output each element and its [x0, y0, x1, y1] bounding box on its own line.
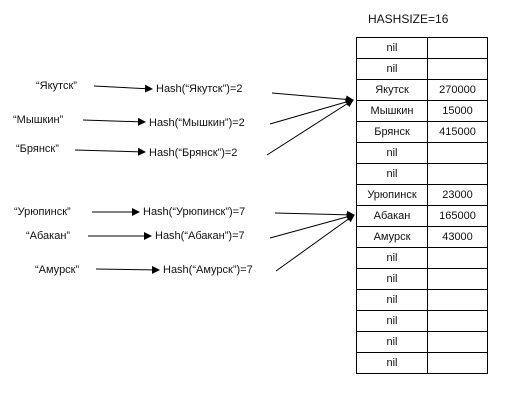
slot-key: Урюпинск	[356, 184, 428, 206]
arrow-key-to-hash-bryansk	[74, 147, 146, 156]
slot-value	[427, 142, 488, 164]
hash-slot-6: nil	[356, 163, 488, 185]
slot-key: Брянск	[356, 121, 428, 143]
key-label-amursk: “Амурск”	[35, 264, 80, 276]
slot-value: 415000	[427, 121, 488, 143]
slot-value: 43000	[427, 226, 488, 248]
hash-slot-12: nil	[356, 289, 488, 311]
slot-key: Мышкин	[356, 100, 428, 122]
slot-key: nil	[356, 289, 428, 311]
slot-key: nil	[356, 268, 428, 290]
arrow-hash-to-slot-amursk	[275, 214, 355, 272]
arrow-hash-to-slot-bryansk	[266, 99, 354, 156]
key-label-yakutsk: “Якутск”	[36, 80, 77, 92]
slot-key: nil	[356, 310, 428, 332]
hash-slot-13: nil	[356, 310, 488, 332]
slot-value	[427, 289, 488, 311]
slot-value: 270000	[427, 79, 488, 101]
slot-key: nil	[356, 58, 428, 80]
hashsize-title: HASHSIZE=16	[368, 12, 449, 26]
slot-key: nil	[356, 247, 428, 269]
arrow-hash-to-slot-abakan	[269, 212, 355, 239]
slot-key: Абакан	[356, 205, 428, 227]
slot-value: 165000	[427, 205, 488, 227]
arrow-hash-to-slot-yakutsk	[271, 92, 354, 104]
slot-key: Амурск	[356, 226, 428, 248]
slot-value	[427, 310, 488, 332]
key-label-bryansk: “Брянск”	[16, 143, 59, 155]
hash-slot-1: nil	[356, 58, 488, 80]
arrow-key-to-hash-amursk	[95, 265, 160, 274]
hash-slot-5: nil	[356, 142, 488, 164]
slot-value: 23000	[427, 184, 488, 206]
hash-label-abakan: Hash(“Абакан”)=7	[155, 230, 245, 242]
slot-key: nil	[356, 352, 428, 374]
hash-slot-15: nil	[356, 352, 488, 374]
slot-value	[427, 163, 488, 185]
slot-value	[427, 268, 488, 290]
slot-value: 15000	[427, 100, 488, 122]
hash-slot-14: nil	[356, 331, 488, 353]
hash-label-uryupinsk: Hash(“Урюпинск”)=7	[143, 206, 246, 218]
slot-value	[427, 37, 488, 59]
slot-key: nil	[356, 142, 428, 164]
hash-label-myshkin: Hash(“Мышкин”)=2	[149, 117, 245, 129]
key-label-uryupinsk: “Урюпинск”	[14, 206, 71, 218]
arrow-key-to-hash-yakutsk	[93, 84, 153, 93]
hash-label-bryansk: Hash(“Брянск”)=2	[149, 147, 238, 159]
key-label-abakan: “Абакан”	[26, 230, 71, 242]
slot-key: nil	[356, 37, 428, 59]
slot-value	[427, 58, 488, 80]
hash-slot-0: nil	[356, 37, 488, 59]
slot-value	[427, 352, 488, 374]
hash-label-amursk: Hash(“Амурск”)=7	[163, 264, 253, 276]
slot-key: nil	[356, 163, 428, 185]
slot-value	[427, 247, 488, 269]
hash-label-yakutsk: Hash(“Якутск”)=2	[156, 83, 243, 95]
slot-value	[427, 331, 488, 353]
arrow-hash-to-slot-myshkin	[269, 98, 354, 125]
hash-slot-11: nil	[356, 268, 488, 290]
arrow-hash-to-slot-uryupinsk	[274, 210, 355, 219]
arrow-key-to-hash-myshkin	[82, 117, 146, 126]
hash-slot-10: nil	[356, 247, 488, 269]
slot-key: nil	[356, 331, 428, 353]
slot-key: Якутск	[356, 79, 428, 101]
key-label-myshkin: “Мышкин”	[13, 114, 64, 126]
